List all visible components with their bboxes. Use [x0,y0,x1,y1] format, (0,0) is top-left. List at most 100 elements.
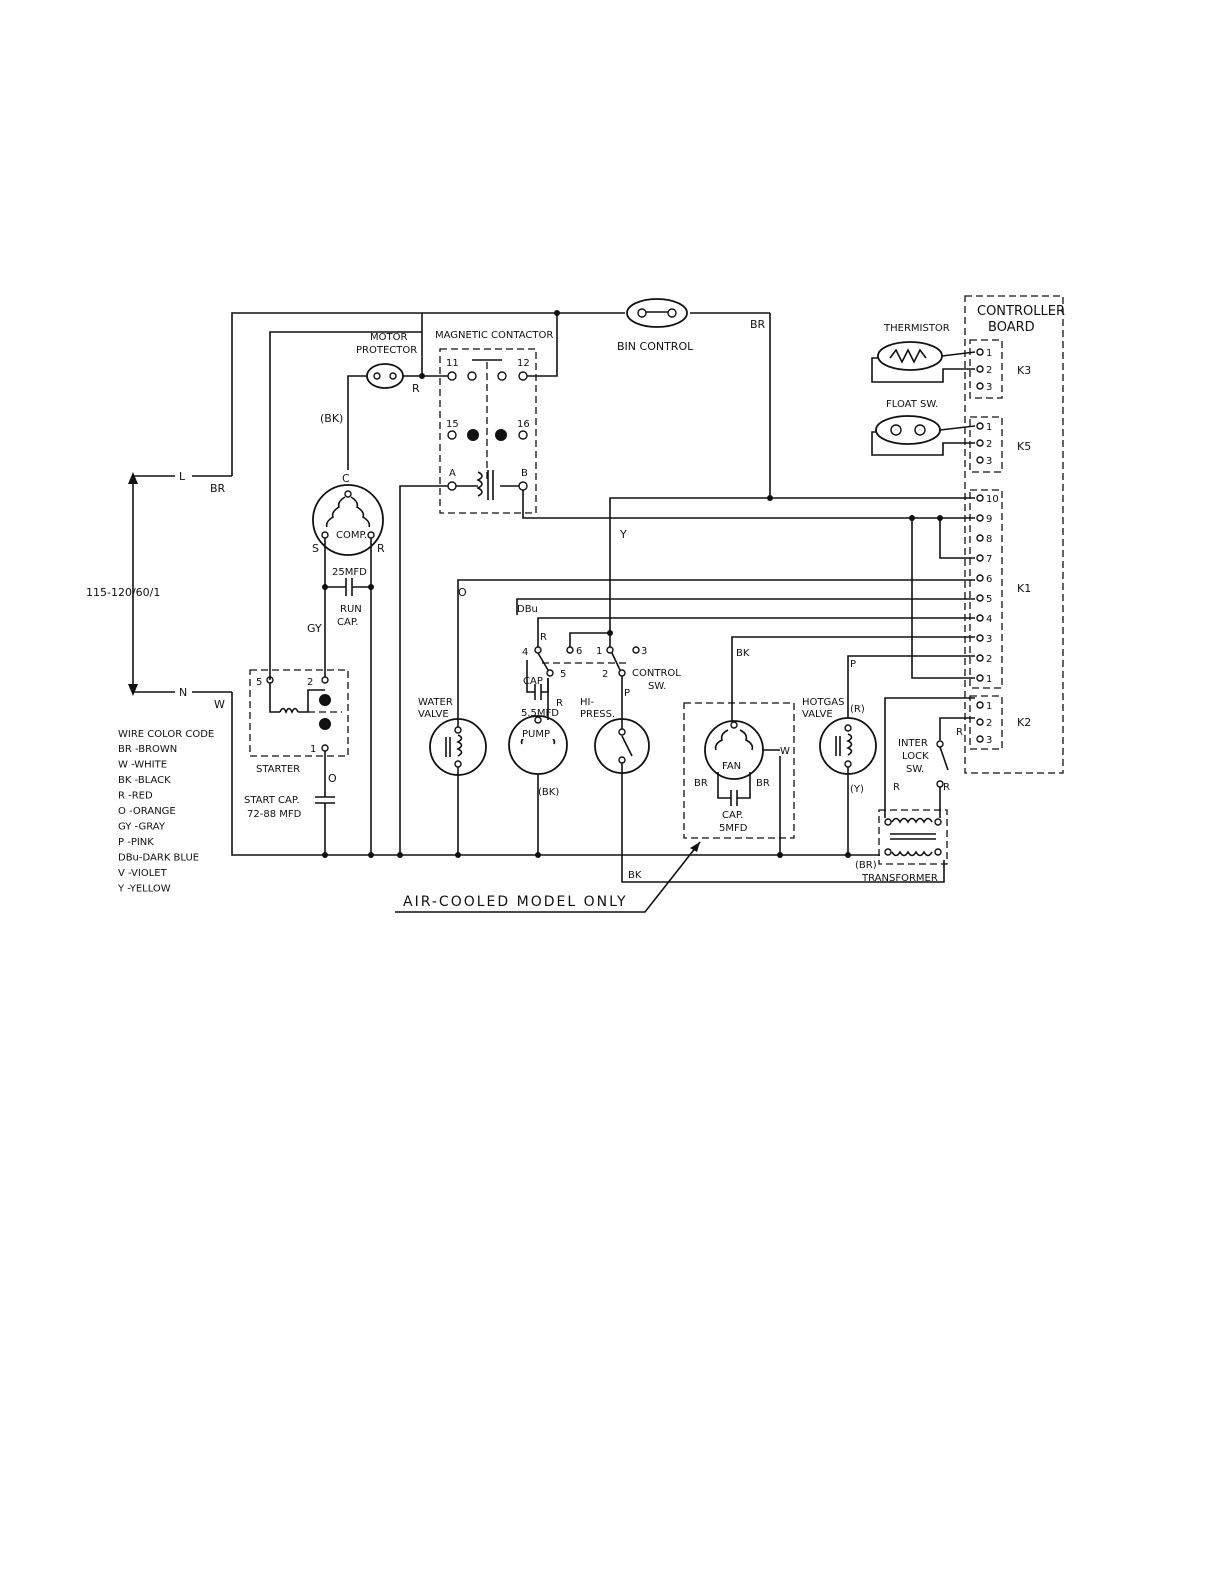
run-cap-label-1: RUN [340,604,362,615]
start-cap-label-1: START CAP. [244,795,300,806]
k5-pin [976,456,984,464]
contactor-terminal-b: B [521,468,528,479]
wire-label-r-paren: (R) [850,704,865,715]
wire-label-o-2: O [458,586,467,599]
air-cooled-label: AIR-COOLED MODEL ONLY [403,894,628,910]
k1-pin [976,674,984,682]
k1-pin-label: 7 [986,554,992,565]
k1-pin [976,514,984,522]
magnetic-contactor: MAGNETIC CONTACTOR 11 12 15 16 A B [399,313,975,855]
k2-pin-label: 2 [986,718,992,729]
k3-pin [976,365,984,373]
bin-control-label: BIN CONTROL [617,340,694,353]
k2-pin-label: 3 [986,735,992,746]
cs-terminal-6: 6 [576,646,582,657]
legend-title: WIRE COLOR CODE [118,729,214,740]
wire-label-br-3: BR [756,778,770,789]
k1-pin [976,534,984,542]
starter-terminal-5: 5 [256,677,262,688]
comp-terminal-r: R [377,542,385,555]
transformer-label: TRANSFORMER [861,873,938,884]
pump-label: PUMP [522,729,550,740]
float-sw-label: FLOAT SW. [886,399,938,410]
k1-pin-label: 5 [986,594,992,605]
legend-item: Y -YELLOW [117,884,171,895]
wire-label-bk-1: (BK) [320,412,343,425]
k2-pin [976,701,984,709]
motor-protector-label-2: PROTECTOR [356,345,417,356]
hotgas-label-1: HOTGAS [802,697,844,708]
wire-label-r-6: R [943,782,950,793]
wire-label-bk-3: BK [628,870,642,881]
legend-item: V -VIOLET [118,868,168,879]
cs-terminal-5: 5 [560,669,566,680]
k2-pin [976,718,984,726]
neutral-wire-label: W [214,698,225,711]
k1-pin-label: 10 [986,494,999,505]
interlock-label-1: INTER [898,738,928,749]
interlock-label-3: SW. [906,764,924,775]
fan-label: FAN [722,761,741,772]
hi-pressure-switch: HI- PRESS. BK [580,676,945,883]
neutral-label: N [179,686,187,699]
connector-k3: K3 [1017,364,1031,377]
cs-terminal-2: 2 [602,669,608,680]
k3-pin-label: 1 [986,348,992,359]
wire-label-gy: GY [307,622,322,635]
k5-pin-label: 1 [986,422,992,433]
legend-item: W -WHITE [118,760,167,771]
motor-protector-label-1: MOTOR [370,332,407,343]
fan-cap-label-2: 5MFD [719,823,748,834]
k3-pin [976,382,984,390]
line-label: L [179,470,186,483]
wire-label-bk-2: (BK) [538,787,559,798]
fan-assembly: BK FAN W BR BR CAP. 5MFD [683,636,975,855]
control-sw-label-2: SW. [648,681,666,692]
wire-label-p-2: P [850,659,856,670]
thermistor: THERMISTOR [871,323,976,383]
k2-pin [976,735,984,743]
thermistor-label: THERMISTOR [883,323,950,334]
wire-label-r-5: R [956,727,963,738]
controller-label-1: CONTROLLER [977,304,1065,319]
k1-pin-label: 4 [986,614,992,625]
legend-item: GY -GRAY [118,822,166,833]
cs-terminal-4: 4 [522,647,528,658]
wire-label-r-3: R [556,698,563,709]
run-cap-label-2: CAP. [337,617,358,628]
k5-pin-label: 2 [986,439,992,450]
controller-board: CONTROLLER BOARD K3 K5 K1 K2 12312310987… [939,295,1065,774]
control-switch: 4 5 6 1 3 2 Y CONTROL SW. P [522,497,770,699]
k5-pin [976,422,984,430]
k1-pin-label: 3 [986,634,992,645]
k3-pin-label: 3 [986,382,992,393]
water-valve: WATER VALVE O [418,579,975,855]
water-valve-label-2: VALVE [418,709,449,720]
wire-label-r-4: R [893,782,900,793]
k1-pin-label: 8 [986,534,992,545]
motor-protector: MOTOR PROTECTOR R (BK) [320,313,450,470]
starter: 5 2 1 STARTER O START CAP. 72-88 MFD [244,331,422,855]
k1-pin [976,594,984,602]
contactor-terminal-11: 11 [446,358,459,369]
interlock-label-2: LOCK [902,751,929,762]
interlock-transformer: INTER LOCK SW. R R R (BR) TRANSFORMER [855,518,975,884]
k1-pin [976,634,984,642]
start-cap-label-2: 72-88 MFD [247,809,302,820]
starter-terminal-2: 2 [307,677,313,688]
connector-k1: K1 [1017,582,1031,595]
hi-press-label-1: HI- [580,697,594,708]
pump-cap-label-1: CAP [523,676,543,687]
controller-label-2: BOARD [988,320,1035,335]
k1-pin-label: 1 [986,674,992,685]
wire-label-bk-4: BK [736,648,750,659]
legend-item: P -PINK [118,837,154,848]
k1-pin [976,574,984,582]
k5-pin-label: 3 [986,456,992,467]
legend-item: O -ORANGE [118,806,176,817]
air-cooled-note: AIR-COOLED MODEL ONLY [395,841,701,913]
wire-label-o-1: O [328,772,337,785]
k5-pin [976,439,984,447]
k3-pin-label: 2 [986,365,992,376]
